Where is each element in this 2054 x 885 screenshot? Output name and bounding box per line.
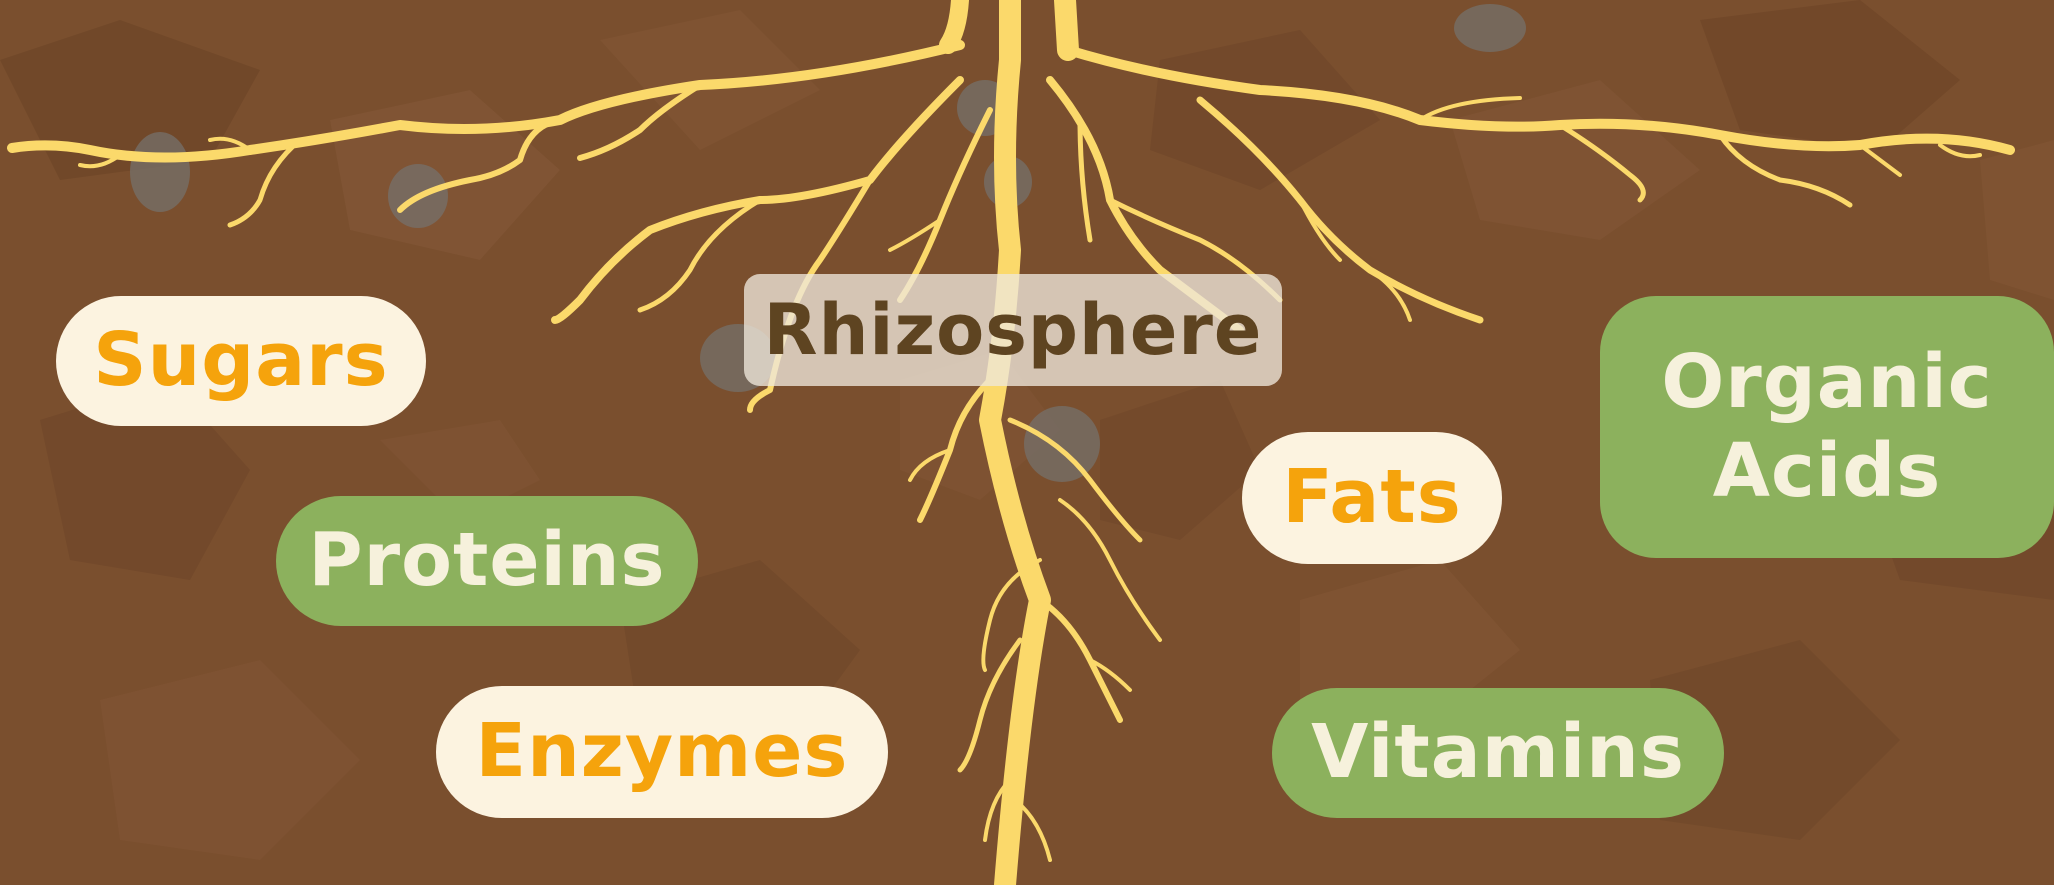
label-proteins-text: Proteins [308, 520, 665, 601]
label-organic-acids-line2: Acids [1713, 427, 1942, 516]
label-proteins: Proteins [276, 496, 698, 626]
label-organic-acids-line1: Organic [1661, 338, 1992, 427]
label-rhizosphere: Rhizosphere [744, 274, 1282, 386]
label-vitamins: Vitamins [1272, 688, 1724, 818]
stone [1024, 406, 1100, 482]
label-fats: Fats [1242, 432, 1502, 564]
label-sugars: Sugars [56, 296, 426, 426]
label-enzymes-text: Enzymes [476, 711, 849, 792]
label-fats-text: Fats [1282, 457, 1462, 538]
label-enzymes: Enzymes [436, 686, 888, 818]
label-rhizosphere-text: Rhizosphere [764, 292, 1263, 369]
stone [130, 132, 190, 212]
label-sugars-text: Sugars [93, 320, 388, 401]
label-organic-acids: Organic Acids [1600, 296, 2054, 558]
label-vitamins-text: Vitamins [1311, 712, 1685, 793]
stone [1454, 4, 1526, 52]
